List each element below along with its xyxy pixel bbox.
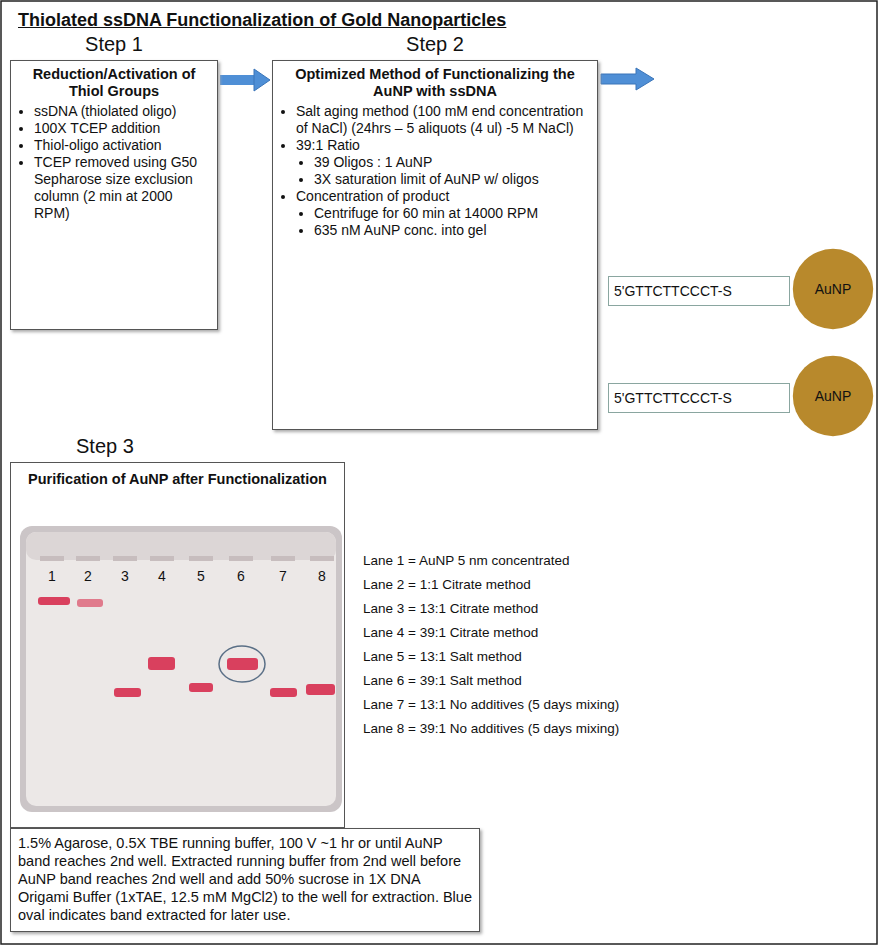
gold-nanoparticle: AuNP [792, 248, 874, 330]
bullet-item: 39 Oligos : 1 AuNP [314, 154, 590, 171]
arrow-head [254, 69, 270, 91]
lane-number: 3 [115, 568, 135, 584]
lane-description: Lane 1 = AuNP 5 nm concentrated [363, 553, 570, 568]
box-heading: Reduction/Activation of Thiol Groups [18, 66, 210, 100]
lane-number: 6 [231, 568, 251, 584]
bullet-item: Salt aging method (100 mM end concentrat… [296, 103, 590, 137]
bullet-list: ssDNA (thiolated oligo)100X TCEP additio… [18, 103, 210, 222]
step-label: Step 2 [273, 33, 597, 56]
gel-photo [20, 526, 342, 812]
bullet-item: Concentration of product [296, 188, 590, 205]
lane-number: 5 [191, 568, 211, 584]
sequence-text: 5'GTTCTTCCCT-S [614, 283, 732, 299]
step-box: Step 2Optimized Method of Functionalizin… [272, 60, 598, 430]
step-box: 1.5% Agarose, 0.5X TBE running buffer, 1… [10, 828, 480, 932]
particle-circle [793, 249, 873, 329]
lane-number: 7 [273, 568, 293, 584]
bullet-item: 39:1 Ratio [296, 137, 590, 154]
sequence-text: 5'GTTCTTCCCT-S [614, 390, 732, 406]
box-text: 1.5% Agarose, 0.5X TBE running buffer, 1… [18, 834, 472, 924]
sequence-box: 5'GTTCTTCCCT-S [608, 276, 790, 306]
lane-number: 8 [312, 568, 332, 584]
lane-number: 1 [42, 568, 62, 584]
arrow-shaft [220, 75, 254, 85]
lane-number: 4 [152, 568, 172, 584]
bullet-list: Salt aging method (100 mM end concentrat… [280, 103, 590, 239]
flow-arrow [220, 69, 270, 91]
lane-description: Lane 5 = 13:1 Salt method [363, 649, 522, 664]
particle-circle [793, 356, 873, 436]
lane-description: Lane 6 = 39:1 Salt method [363, 673, 522, 688]
gold-nanoparticle: AuNP [792, 355, 874, 437]
bullet-item: 100X TCEP addition [34, 120, 210, 137]
step-box: Step 1Reduction/Activation of Thiol Grou… [10, 60, 218, 330]
step-label: Step 1 [11, 33, 217, 56]
step-label: Step 3 [76, 435, 134, 458]
bullet-item: 3X saturation limit of AuNP w/ oligos [314, 171, 590, 188]
lane-description: Lane 3 = 13:1 Citrate method [363, 601, 538, 616]
bullet-item: ssDNA (thiolated oligo) [34, 103, 210, 120]
box-heading: Optimized Method of Functionalizing the … [280, 66, 590, 100]
lane-description: Lane 2 = 1:1 Citrate method [363, 577, 531, 592]
lane-description: Lane 7 = 13:1 No additives (5 days mixin… [363, 697, 619, 712]
diagram-title: Thiolated ssDNA Functionalization of Gol… [18, 10, 506, 31]
lane-description: Lane 4 = 39:1 Citrate method [363, 625, 538, 640]
particle-label: AuNP [815, 388, 852, 404]
bullet-item: Thiol-oligo activation [34, 137, 210, 154]
lane-number: 2 [78, 568, 98, 584]
bullet-item: Centrifuge for 60 min at 14000 RPM [314, 205, 590, 222]
flow-arrow [601, 68, 654, 90]
box-heading: Purification of AuNP after Functionaliza… [18, 471, 337, 488]
sequence-box: 5'GTTCTTCCCT-S [608, 383, 790, 413]
bullet-item: TCEP removed using G50 Sepharose size ex… [34, 154, 210, 222]
step-box: Step 3Purification of AuNP after Functio… [10, 462, 345, 828]
particle-label: AuNP [815, 281, 852, 297]
bullet-item: 635 nM AuNP conc. into gel [314, 222, 590, 239]
lane-description: Lane 8 = 39:1 No additives (5 days mixin… [363, 721, 619, 736]
